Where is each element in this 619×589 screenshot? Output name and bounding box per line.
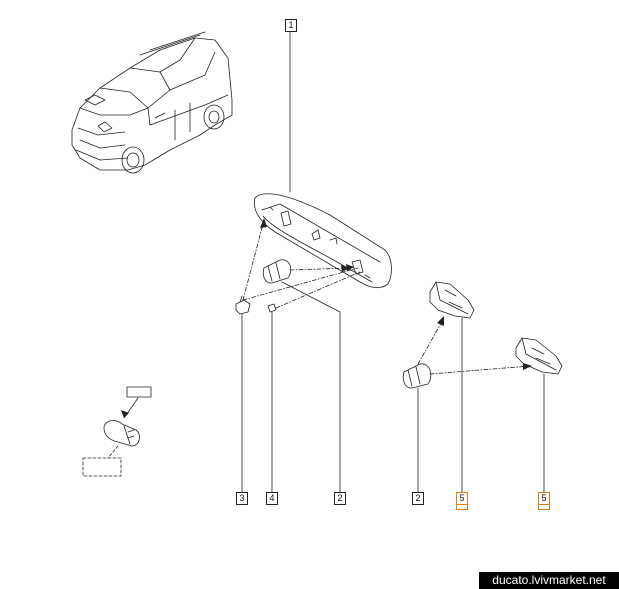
watermark-label: ducato.lvivmarket.net	[479, 572, 619, 589]
assembly-lines	[242, 219, 531, 375]
bulb-part-2-right	[402, 363, 432, 389]
arrowheads	[121, 218, 532, 418]
callout-5-highlighted-left[interactable]: 5	[456, 492, 468, 510]
legend-solid-box	[126, 386, 152, 398]
van-illustration	[71, 31, 233, 174]
legend-dashed-box	[82, 457, 122, 477]
leader-2a-diag	[281, 281, 341, 313]
lamp-module-part-5a	[429, 281, 475, 319]
lamp-module-part-5b	[515, 337, 563, 375]
callout-5-highlighted-right[interactable]: 5	[538, 492, 550, 510]
legend-bulb	[103, 420, 140, 447]
legend-dashed-line	[107, 445, 119, 459]
bulb-part-2-left	[262, 259, 292, 284]
callout-2-right: 2	[412, 492, 424, 505]
callout-2-left: 2	[334, 492, 346, 505]
callout-1: 1	[285, 19, 297, 32]
callout-4: 4	[266, 492, 278, 505]
callout-3: 3	[236, 492, 248, 505]
lamp-housing-part-1	[253, 193, 392, 288]
clip-part-4	[267, 303, 277, 313]
